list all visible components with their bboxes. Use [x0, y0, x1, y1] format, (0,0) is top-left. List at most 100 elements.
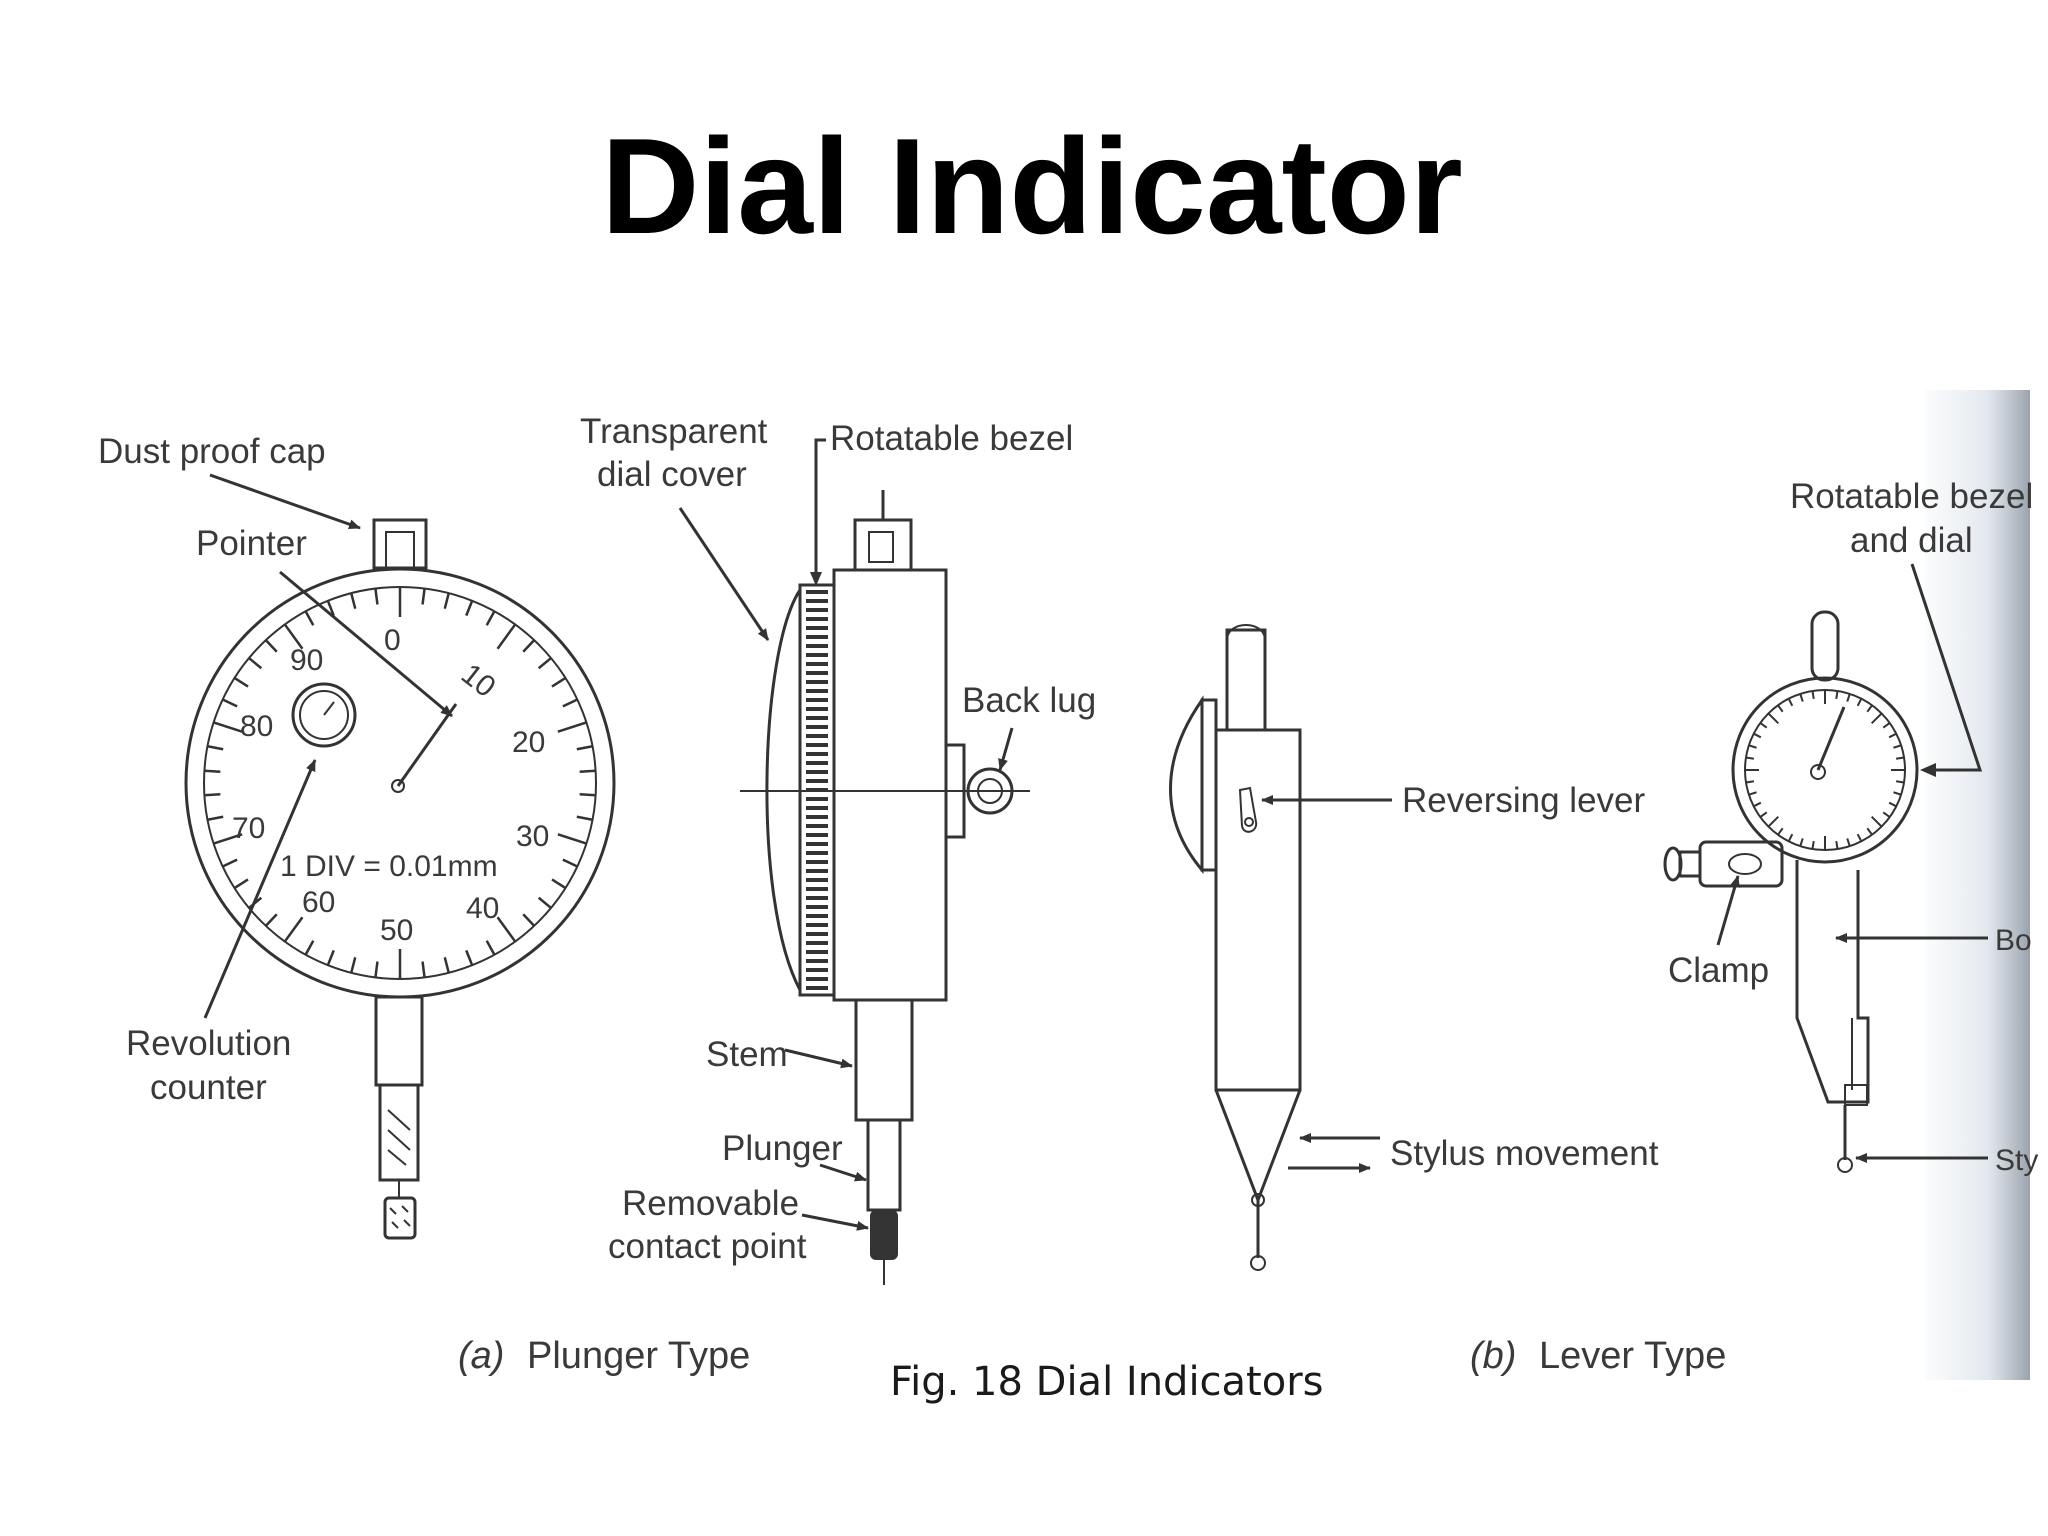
dial-tick: [1753, 801, 1762, 808]
dial-tick: [213, 833, 243, 845]
lever-dome-cover: [1169, 695, 1204, 875]
dust-proof-cap-shape: [372, 518, 428, 570]
dial-tick: [443, 957, 450, 974]
subcaption-a-text: Plunger Type: [527, 1335, 750, 1377]
dial-tick: [443, 592, 450, 609]
dial-tick: [562, 858, 578, 868]
dial-tick: [465, 949, 474, 966]
dial-tick: [374, 961, 379, 978]
dial-tick: [579, 793, 596, 797]
dial-tick: [207, 745, 224, 751]
dial-scale-note: 1 DIV = 0.01mm: [280, 850, 498, 883]
dial-tick: [551, 676, 567, 688]
dial-tick: [1759, 722, 1768, 729]
dial-tick: [522, 639, 536, 653]
dial-tick: [1745, 756, 1755, 760]
dial-tick: [1870, 815, 1883, 828]
label-transparent-cover-1: Transparent: [580, 412, 768, 451]
dial-tick: [522, 913, 536, 927]
dial-tick: [1856, 833, 1863, 842]
side-body: [832, 568, 948, 1002]
dial-tick: [326, 949, 335, 966]
dial-tick: [537, 657, 552, 670]
figure-caption: Fig. 18 Dial Indicators: [890, 1359, 1324, 1405]
front-contact-point: [383, 1196, 417, 1240]
dial-number-40: 40: [466, 892, 499, 925]
label-rotatable-bezel: Rotatable bezel: [830, 419, 1073, 458]
dial-number-30: 30: [516, 820, 549, 853]
subcaption-a: (a) Plunger Type: [458, 1335, 750, 1377]
dial-tick: [557, 833, 587, 845]
dial-tick: [1895, 780, 1905, 784]
dial-tick: [496, 916, 517, 943]
label-pointer: Pointer: [196, 524, 307, 563]
dial-tick: [1799, 693, 1804, 702]
dial-tick: [1895, 756, 1905, 760]
dial-tick: [1777, 704, 1784, 713]
plunger-dial-front-view: 0 10 20 30 40 50 60 70 80 90 1 DIV = 0.0…: [184, 518, 616, 1240]
dial-tick: [233, 676, 249, 688]
lever-dial-ticks: [1745, 690, 1905, 850]
lever-dial-front-view: [1663, 610, 1919, 1173]
dial-tick: [304, 940, 315, 956]
dial-tick: [326, 600, 335, 617]
dial-tick: [350, 592, 357, 609]
front-stem: [374, 995, 424, 1087]
dial-number-20: 20: [512, 726, 545, 759]
dial-tick: [350, 957, 357, 974]
leader-lines: [203, 438, 1988, 1231]
dial-tick: [421, 961, 426, 978]
dial-tick: [579, 769, 596, 773]
dial-tick: [283, 623, 304, 650]
subcaption-a-letter: (a): [458, 1335, 504, 1377]
dial-ticks: [204, 587, 596, 979]
subcaption-b-text: Lever Type: [1539, 1335, 1726, 1377]
label-contact-point-2: contact point: [608, 1227, 807, 1266]
dial-tick: [537, 896, 552, 909]
label-revolution-counter-2: counter: [150, 1068, 267, 1107]
dial-tick: [1748, 791, 1757, 796]
subcaption-b-letter: (b): [1470, 1335, 1516, 1377]
side-stem: [854, 998, 914, 1122]
dial-tick: [1811, 690, 1815, 700]
dial-tick: [1835, 840, 1839, 850]
label-plunger: Plunger: [722, 1129, 843, 1168]
dial-number-70: 70: [232, 812, 265, 845]
dial-tick: [1846, 693, 1851, 702]
label-bezel-dial-1: Rotatable bezel: [1790, 477, 2033, 516]
dial-number-60: 60: [302, 886, 335, 919]
subcaption-b: (b) Lever Type: [1470, 1335, 1726, 1377]
label-clamp: Clamp: [1668, 951, 1769, 990]
dial-tick: [204, 769, 221, 773]
dial-tick: [213, 721, 243, 733]
lever-body: [1214, 728, 1302, 1092]
dial-tick: [222, 698, 238, 708]
reversing-lever-shape: [1238, 786, 1258, 833]
dial-number-90: 90: [290, 644, 323, 677]
label-stylus-movement: Stylus movement: [1390, 1134, 1659, 1173]
dial-tick: [1777, 827, 1784, 836]
dial-number-0: 0: [384, 624, 401, 657]
label-revolution-counter-1: Revolution: [126, 1024, 291, 1063]
dial-tick: [1767, 815, 1780, 828]
dial-tick: [248, 657, 263, 670]
label-bezel-dial-2: and dial: [1850, 521, 1973, 560]
dial-tick: [485, 940, 496, 956]
dial-tick: [576, 815, 593, 821]
dial-pointer: [396, 703, 458, 787]
side-plunger: [866, 1118, 902, 1212]
dial-tick: [1888, 732, 1897, 739]
lever-dial-bezel: [1731, 676, 1919, 864]
dial-tick: [1787, 833, 1794, 842]
dial-number-80: 80: [240, 710, 273, 743]
dial-tick: [283, 916, 304, 943]
clamp-block: [1698, 840, 1784, 888]
dial-tick: [222, 858, 238, 868]
dial-tick: [465, 600, 474, 617]
dial-tick: [204, 793, 221, 797]
dial-tick: [576, 745, 593, 751]
dial-tick: [1846, 838, 1851, 847]
dial-tick: [496, 623, 517, 650]
side-contact-point: [870, 1210, 898, 1260]
lever-front-body: [1795, 860, 1870, 1104]
